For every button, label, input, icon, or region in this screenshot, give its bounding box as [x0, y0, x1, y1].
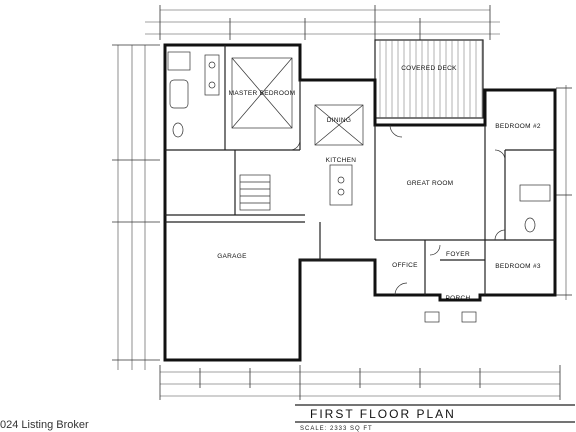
label-great-room: GREAT ROOM	[407, 180, 454, 187]
dining-tray-ceiling	[314, 104, 364, 146]
label-dining: DINING	[327, 117, 352, 124]
label-garage: GARAGE	[217, 253, 247, 260]
title-block: FIRST FLOOR PLAN SCALE: 2333 SQ FT	[295, 404, 575, 432]
label-porch: PORCH	[446, 295, 471, 302]
plan-title: FIRST FLOOR PLAN	[310, 407, 456, 421]
right-dimension-lines	[556, 85, 572, 300]
top-dimension-lines	[145, 5, 500, 40]
room-labels: MASTER BEDROOM COVERED DECK DINING KITCH…	[217, 65, 541, 302]
interior-walls	[165, 45, 555, 295]
left-dimension-lines	[112, 44, 160, 370]
stairs	[239, 174, 271, 211]
label-foyer: FOYER	[446, 251, 470, 258]
master-tray-ceiling	[231, 57, 293, 129]
covered-deck-area	[374, 39, 484, 119]
label-bedroom-2: BEDROOM #2	[495, 123, 541, 130]
label-office: OFFICE	[392, 262, 418, 269]
listing-watermark: 024 Listing Broker	[0, 419, 89, 431]
door-swings	[289, 124, 506, 296]
exterior-wall	[163, 43, 557, 362]
bottom-dimension-lines	[159, 365, 561, 400]
porch-steps	[424, 311, 477, 323]
kitchen-island	[329, 164, 353, 206]
label-covered-deck: COVERED DECK	[401, 65, 457, 72]
label-kitchen: KITCHEN	[326, 157, 357, 164]
label-bedroom-3: BEDROOM #3	[495, 263, 541, 270]
label-master-bedroom: MASTER BEDROOM	[229, 90, 296, 97]
bath-2-fixtures	[519, 184, 551, 233]
master-bath-fixtures	[167, 51, 220, 138]
plan-scale: SCALE: 2333 SQ FT	[300, 426, 373, 432]
